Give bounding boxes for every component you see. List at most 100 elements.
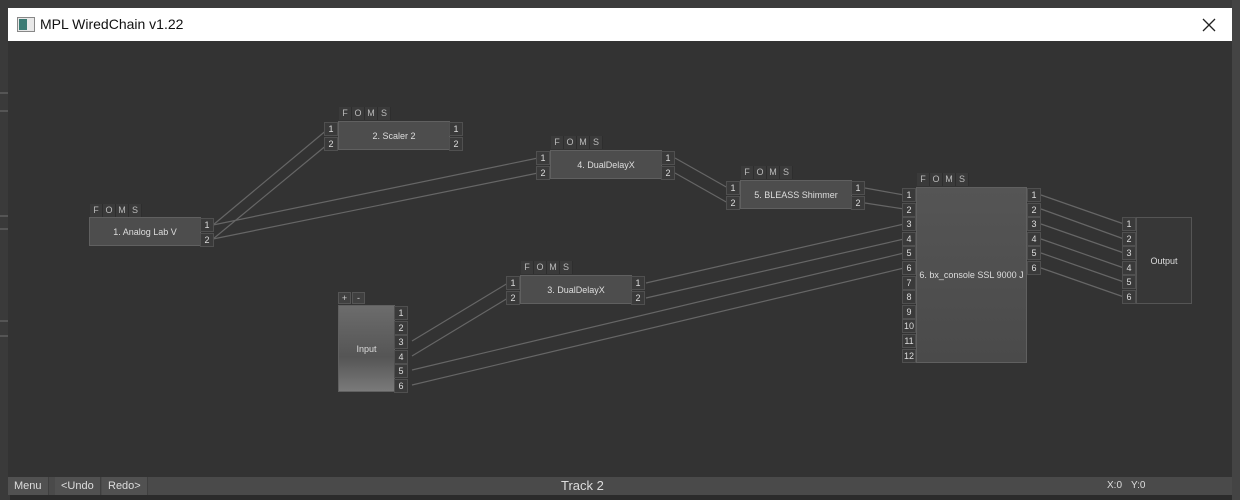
solo-button[interactable]: S	[378, 107, 391, 120]
output-pin[interactable]: 3	[394, 335, 408, 350]
input-pins: 1 2	[506, 276, 520, 305]
input-pin[interactable]: 2	[536, 165, 550, 180]
input-pin[interactable]: 7	[902, 275, 916, 290]
output-pin[interactable]: 2	[394, 320, 408, 335]
y-coordinate: Y:0	[1131, 480, 1146, 491]
output-pins: 1 2	[449, 122, 463, 151]
mute-button[interactable]: M	[116, 204, 129, 217]
x-coordinate: X:0	[1107, 480, 1123, 491]
freeze-button[interactable]: F	[551, 136, 564, 149]
offline-button[interactable]: O	[352, 107, 365, 120]
input-pin[interactable]: 11	[902, 333, 916, 348]
freeze-button[interactable]: F	[917, 173, 930, 186]
input-pin[interactable]: 6	[902, 260, 916, 275]
input-pin[interactable]: 1	[324, 122, 338, 136]
offline-button[interactable]: O	[754, 166, 767, 179]
output-pin[interactable]: 5	[1027, 246, 1041, 261]
input-pin[interactable]: 6	[1122, 289, 1136, 304]
offline-button[interactable]: O	[534, 261, 547, 274]
input-pin[interactable]: 8	[902, 290, 916, 305]
freeze-button[interactable]: F	[90, 204, 103, 217]
input-pin[interactable]: 5	[902, 246, 916, 261]
node-body[interactable]: 4. DualDelayX	[550, 150, 662, 179]
input-pin[interactable]: 4	[902, 231, 916, 246]
output-pin[interactable]: 1	[661, 151, 675, 165]
output-pin[interactable]: 2	[851, 195, 865, 210]
freeze-button[interactable]: F	[741, 166, 754, 179]
solo-button[interactable]: S	[956, 173, 969, 186]
wiredchain-window: MPL WiredChain v1.22	[8, 8, 1232, 495]
redo-button[interactable]: Redo>	[102, 477, 148, 495]
node-body[interactable]: 2. Scaler 2	[338, 121, 450, 150]
input-pin[interactable]: 3	[1122, 246, 1136, 261]
status-bar: Menu <Undo Redo> Track 2 X:0 Y:0	[8, 477, 1232, 495]
input-pin[interactable]: 1	[506, 276, 520, 290]
channel-count-buttons: + -	[338, 292, 366, 304]
output-pin[interactable]: 6	[394, 378, 408, 393]
routing-canvas[interactable]: F O M S 1. Analog Lab V 1 2 F O M S 1 2	[8, 41, 1232, 477]
input-pin[interactable]: 2	[506, 290, 520, 305]
undo-button[interactable]: <Undo	[55, 477, 101, 495]
output-pins: 1 2	[661, 151, 675, 180]
offline-button[interactable]: O	[564, 136, 577, 149]
mute-button[interactable]: M	[943, 173, 956, 186]
output-pin[interactable]: 4	[1027, 231, 1041, 246]
input-pin[interactable]: 9	[902, 304, 916, 319]
foms-buttons: F O M S	[521, 261, 573, 274]
solo-button[interactable]: S	[560, 261, 573, 274]
output-pin[interactable]: 1	[394, 306, 408, 320]
mute-button[interactable]: M	[767, 166, 780, 179]
input-pin[interactable]: 1	[1122, 217, 1136, 231]
close-button[interactable]	[1186, 8, 1232, 41]
input-pin[interactable]: 2	[902, 202, 916, 217]
foms-buttons: F O M S	[917, 173, 969, 186]
output-pin[interactable]: 2	[200, 232, 214, 247]
node-body[interactable]: 5. BLEASS Shimmer	[740, 180, 852, 209]
input-pin[interactable]: 4	[1122, 260, 1136, 275]
title-bar[interactable]: MPL WiredChain v1.22	[8, 8, 1232, 41]
input-pin[interactable]: 12	[902, 348, 916, 363]
input-pin[interactable]: 1	[536, 151, 550, 165]
output-pin[interactable]: 2	[449, 136, 463, 151]
output-pin[interactable]: 3	[1027, 217, 1041, 232]
add-channel-button[interactable]: +	[338, 292, 351, 304]
solo-button[interactable]: S	[129, 204, 142, 217]
input-pin[interactable]: 1	[726, 181, 740, 195]
input-pin[interactable]: 5	[1122, 275, 1136, 290]
output-pin[interactable]: 1	[1027, 188, 1041, 202]
input-pin[interactable]: 3	[902, 217, 916, 232]
foms-buttons: F O M S	[90, 204, 142, 217]
input-pin[interactable]: 2	[726, 195, 740, 210]
mute-button[interactable]: M	[547, 261, 560, 274]
offline-button[interactable]: O	[103, 204, 116, 217]
output-pin[interactable]: 1	[449, 122, 463, 136]
output-pin[interactable]: 4	[394, 349, 408, 364]
menu-button[interactable]: Menu	[8, 477, 49, 495]
output-pin[interactable]: 2	[661, 165, 675, 180]
solo-button[interactable]: S	[780, 166, 793, 179]
input-pin[interactable]: 2	[1122, 231, 1136, 246]
output-pin[interactable]: 1	[200, 218, 214, 232]
output-pin[interactable]: 1	[851, 181, 865, 195]
output-pin[interactable]: 1	[631, 276, 645, 290]
mute-button[interactable]: M	[365, 107, 378, 120]
output-pin[interactable]: 2	[1027, 202, 1041, 217]
node-body[interactable]: 1. Analog Lab V	[89, 217, 201, 246]
freeze-button[interactable]: F	[521, 261, 534, 274]
output-pin[interactable]: 5	[394, 364, 408, 379]
input-pin[interactable]: 2	[324, 136, 338, 151]
mute-button[interactable]: M	[577, 136, 590, 149]
output-pin[interactable]: 6	[1027, 260, 1041, 275]
node-body[interactable]: 3. DualDelayX	[520, 275, 632, 304]
solo-button[interactable]: S	[590, 136, 603, 149]
offline-button[interactable]: O	[930, 173, 943, 186]
output-pins: 1 2	[851, 181, 865, 210]
node-body[interactable]: 6. bx_console SSL 9000 J	[916, 187, 1027, 363]
input-pin[interactable]: 10	[902, 319, 916, 334]
freeze-button[interactable]: F	[339, 107, 352, 120]
remove-channel-button[interactable]: -	[352, 292, 365, 304]
output-pin[interactable]: 2	[631, 290, 645, 305]
input-pin[interactable]: 1	[902, 188, 916, 202]
node-body[interactable]: Output	[1136, 217, 1192, 304]
node-body[interactable]: Input	[338, 305, 395, 392]
